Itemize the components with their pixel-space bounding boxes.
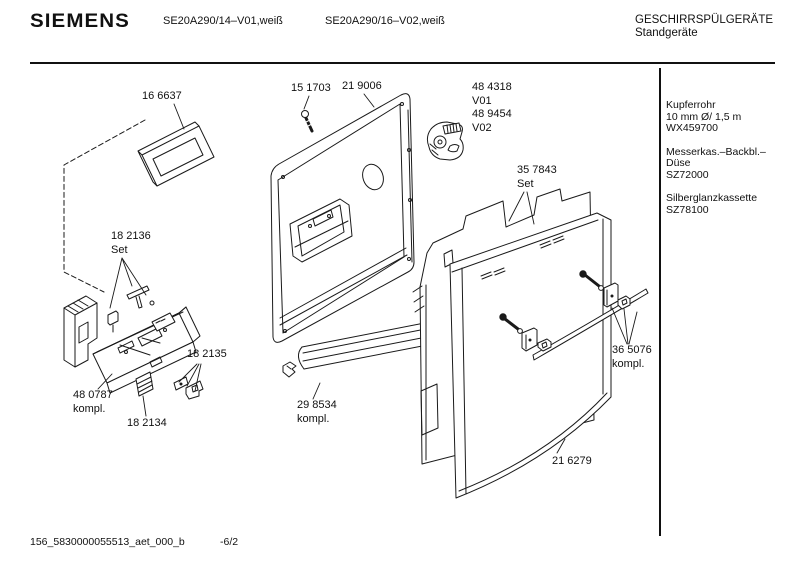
accessory-item: Silberglanzkassette SZ78100 (666, 192, 796, 216)
document-id: 156_5830000055513_aet_000_b (30, 536, 185, 548)
part-label-fastener-set: 18 2136 Set (111, 230, 151, 256)
fastener-set-parts (107, 285, 155, 333)
sidebar-divider (659, 68, 661, 536)
button-part (135, 371, 154, 397)
part-label-button: 18 2134 (127, 417, 167, 429)
control-module-part (63, 295, 201, 394)
part-label-insulation: 35 7843 Set (517, 164, 557, 190)
outer-door-part (449, 212, 612, 499)
window-frame-part (137, 121, 215, 187)
part-label-bottom-trim: 29 8534 kompl. (297, 399, 337, 425)
door-lock-part (426, 121, 464, 161)
part-label-window-frame: 16 6637 (142, 90, 182, 102)
handle-trim-part (499, 270, 649, 361)
accessory-code: SZ78100 (666, 203, 709, 216)
accessory-code: SZ72000 (666, 168, 709, 181)
accessory-code: WX459700 (666, 122, 718, 134)
accessory-item: Messerkas.–Backbl.– Düse SZ72000 (666, 145, 796, 182)
page-reference: -6/2 (220, 536, 239, 548)
model-variant-left: SE20A290/14–V01,weiß (163, 15, 283, 27)
bottom-trim-part (282, 318, 449, 378)
part-label-outer-door: 21 6279 (552, 455, 592, 467)
accessories-sidebar: Kupferrohr 10 mm Ø/ 1,5 m WX459700 Messe… (666, 99, 796, 228)
accessory-spec: Düse (666, 157, 691, 169)
header-divider (30, 62, 775, 64)
accessory-name: Messerkas.–Backbl.– (666, 145, 766, 158)
part-label-inner-door: 21 9006 (342, 80, 382, 92)
part-label-control-module: 48 0787 kompl. (73, 389, 113, 415)
accessory-name: Silberglanzkassette (666, 192, 758, 204)
accessory-spec: 10 mm Ø/ 1,5 m (666, 110, 742, 123)
accessory-item: Kupferrohr 10 mm Ø/ 1,5 m WX459700 (666, 99, 796, 135)
part-label-door-lock: 48 4318 V01 48 9454 V02 (472, 81, 512, 134)
model-variant-right: SE20A290/16–V02,weiß (325, 15, 445, 27)
side-clip-parts (173, 376, 204, 400)
product-group: GESCHIRRSPÜLGERÄTE (635, 14, 774, 26)
product-type: Standgeräte (635, 27, 698, 39)
accessory-name: Kupferrohr (666, 99, 716, 111)
label-leader-lines (97, 93, 638, 454)
part-label-screw: 15 1703 (291, 82, 331, 94)
part-label-handle-trim: 36 5076 kompl. (612, 344, 652, 370)
screw-part (301, 110, 314, 133)
siemens-logo: SIEMENS (30, 11, 130, 32)
part-label-side-clip: 18 2135 (187, 348, 227, 360)
inner-door-part (270, 93, 415, 343)
product-category: GESCHIRRSPÜLGERÄTE Standgeräte (635, 14, 773, 40)
dashed-assembly-lines (63, 119, 146, 293)
